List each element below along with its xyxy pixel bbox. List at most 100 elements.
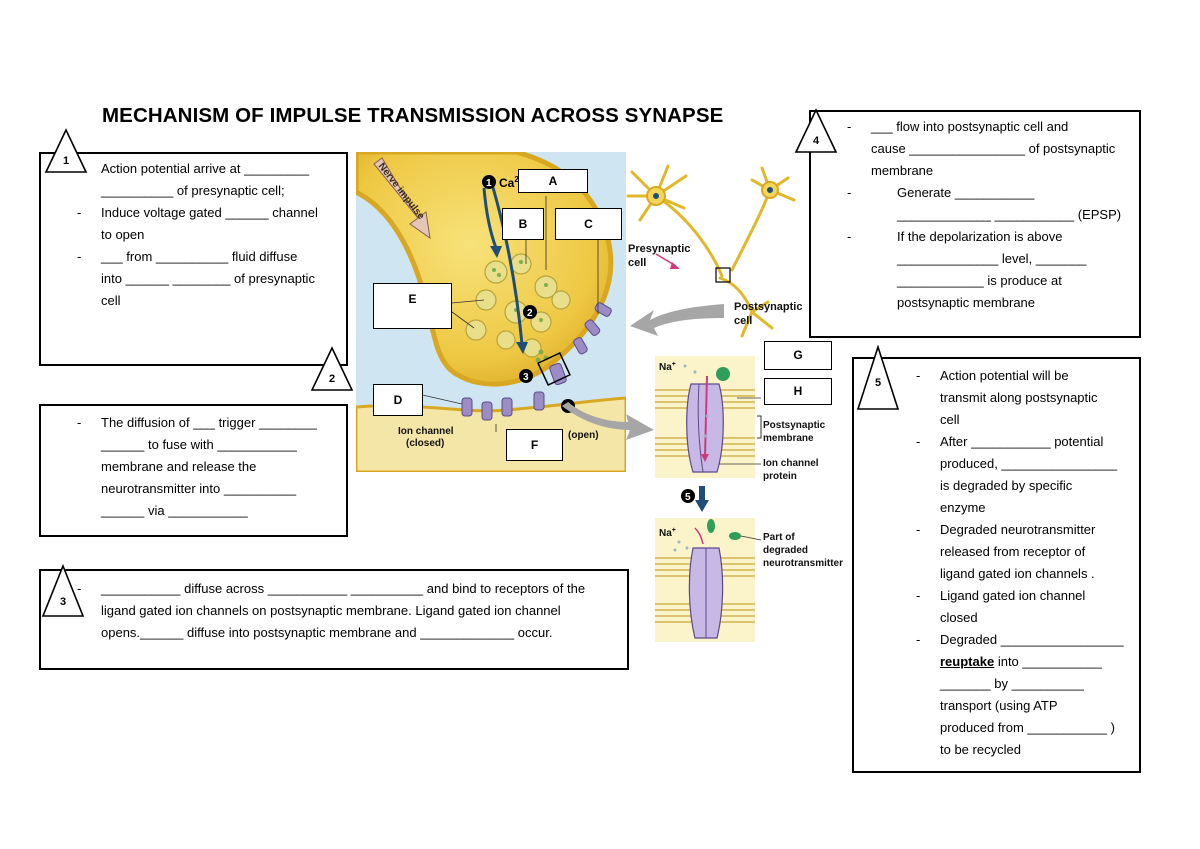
presynaptic-channels [573, 302, 612, 355]
step-5-line: cell [940, 412, 960, 427]
open-label: (open) [568, 430, 599, 441]
calcium-path-arrow [490, 183, 524, 345]
label-box-g: G [764, 341, 832, 370]
degraded-neurotransmitter-label: Part of [763, 532, 795, 543]
step-1-line: Action potential arrive at _________ [101, 161, 310, 176]
step-5-arrow: 5 [681, 486, 709, 512]
svg-text:2: 2 [527, 308, 533, 319]
closed-label: (closed) [406, 438, 444, 449]
neurotransmitter-bound [716, 367, 730, 381]
step-5-line: to be recycled [940, 742, 1021, 757]
step-2-line: membrane and release the [101, 459, 257, 474]
presynaptic-cell-label: Presynaptic [628, 243, 690, 255]
label-box-e: E [373, 283, 452, 329]
degraded-fragment-2 [729, 532, 741, 540]
step-3-line: opens.______ diffuse into postsynaptic m… [101, 625, 553, 640]
label-box-h: H [764, 378, 832, 405]
synaptic-vesicles [465, 253, 571, 358]
step-5-line: Ligand gated ion channel [916, 585, 1136, 607]
step-1-line: __________ of presynaptic cell; [101, 183, 285, 198]
step-5-text: Action potential will be transmit along … [916, 365, 1136, 761]
label-box-b: B [502, 208, 544, 240]
step-4-line: ______________ level, _______ [897, 251, 1087, 266]
step-1-line: into ______ ________ of presynaptic [101, 271, 315, 286]
svg-text:neurotransmitter: neurotransmitter [763, 558, 843, 569]
svg-text:Na+: Na+ [659, 361, 676, 373]
step-5-line: enzyme [940, 500, 986, 515]
svg-text:3: 3 [523, 372, 529, 383]
step-2-line: The diffusion of ___ trigger ________ [77, 412, 341, 434]
highlight-box [537, 352, 571, 386]
zoom-arrow-bottom [562, 402, 654, 440]
step-5-line: _______ by __________ [940, 676, 1084, 691]
step-1-text: Action potential arrive at _________ ___… [77, 158, 341, 312]
ion-channel-protein-label: Ion channel [763, 458, 819, 469]
synapse-zoom-box [715, 267, 731, 283]
step-3-line: ___________ diffuse across ___________ _… [77, 578, 621, 600]
step-5-line: released from receptor of [940, 544, 1086, 559]
step-2-triangle: 2 [310, 346, 354, 392]
neuron-overview: Presynaptic cell Postsynaptic cell [626, 164, 802, 338]
step-3-number: 3 [59, 596, 67, 608]
ion-channel-closed-diagram: Na+ Part of degraded neurotransmitter [655, 518, 843, 642]
step-5-line: ligand gated ion channels . [940, 566, 1095, 581]
step-5-line: transmit along postsynaptic [940, 390, 1098, 405]
step-5-line: closed [940, 610, 978, 625]
label-box-f: F [506, 429, 563, 461]
step-3-marker [519, 369, 533, 383]
step-5-line: Action potential will be [916, 365, 1136, 387]
svg-text:1: 1 [486, 178, 492, 189]
postsynaptic-cell-label: Postsynaptic [734, 301, 802, 313]
step-5-number: 5 [874, 377, 882, 389]
step-2-marker [523, 305, 537, 319]
step-4-number: 4 [812, 135, 820, 147]
svg-text:protein: protein [763, 471, 797, 482]
step-5-line: transport (using ATP [940, 698, 1058, 713]
page-title: MECHANISM OF IMPULSE TRANSMISSION ACROSS… [102, 104, 724, 127]
step-1-line: cell [101, 293, 121, 308]
step-5-line: Degraded neurotransmitter [916, 519, 1136, 541]
postsynaptic-membrane-label: Postsynaptic [763, 420, 826, 431]
step-4-line: membrane [871, 163, 934, 178]
degraded-fragment-1 [707, 519, 715, 533]
step-3-line: ligand gated ion channels on postsynapti… [101, 603, 561, 618]
step-5-line: Degraded _________________ [916, 629, 1136, 651]
step-5-line: reuptake into ___________ [940, 654, 1102, 669]
step-4-line: If the depolarization is above [847, 226, 1133, 248]
ion-channel-open-diagram: Na+ Postsynaptic membrane Ion channel pr… [655, 356, 826, 482]
step-2-text: The diffusion of ___ trigger ________ __… [77, 412, 341, 522]
step-4-line: _____________ ___________ (EPSP) [897, 207, 1122, 222]
step-4-text: ___ flow into postsynaptic cell and caus… [847, 116, 1133, 314]
postsynaptic-channels [461, 362, 567, 421]
step-5-line: After ___________ potential [916, 431, 1136, 453]
step-2-number: 2 [328, 373, 336, 385]
zoom-arrow-top [630, 304, 724, 336]
step-2-line: ______ via ___________ [101, 503, 248, 518]
step-3-triangle: 3 [41, 564, 85, 618]
step-4-triangle: 4 [794, 108, 838, 154]
step-1-marker [482, 175, 496, 189]
ion-channel-closed-label: Ion channel [398, 426, 454, 437]
step-4-line: ____________ is produce at [897, 273, 1062, 288]
step-2-line: neurotransmitter into __________ [101, 481, 297, 496]
svg-text:Na+: Na+ [659, 527, 676, 539]
step-5-line: produced, ________________ [940, 456, 1118, 471]
step-1-line: Induce voltage gated ______ channel [77, 202, 341, 224]
step-1-line: ___ from __________ fluid diffuse [77, 246, 341, 268]
step-2-line: ______ to fuse with ___________ [101, 437, 297, 452]
step-4-line: cause ________________ of postsynaptic [871, 141, 1116, 156]
step-5-line: is degraded by specific [940, 478, 1073, 493]
step-5-line: produced from ___________ ) [940, 720, 1115, 735]
svg-text:5: 5 [685, 492, 691, 503]
step-3-text: ___________ diffuse across ___________ _… [77, 578, 621, 644]
step-4-line: ___ flow into postsynaptic cell and [847, 116, 1133, 138]
label-box-d: D [373, 384, 423, 416]
step-4-line: Generate ___________ [847, 182, 1133, 204]
step-1-triangle: 1 [44, 128, 88, 174]
step-4-line: postsynaptic membrane [897, 295, 1036, 310]
svg-text:degraded: degraded [763, 545, 808, 556]
reuptake-keyword: reuptake [940, 654, 995, 669]
step-4-box [809, 110, 1141, 338]
label-box-c: C [555, 208, 622, 240]
svg-text:cell: cell [628, 257, 646, 269]
